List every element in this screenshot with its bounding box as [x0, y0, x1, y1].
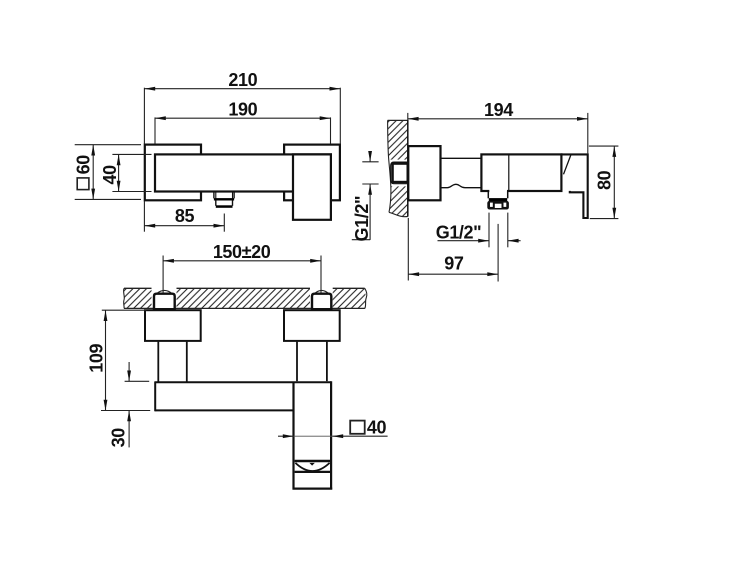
svg-text:150±20: 150±20 — [213, 242, 271, 262]
svg-text:40: 40 — [367, 418, 387, 438]
svg-text:40: 40 — [100, 165, 120, 185]
svg-text:97: 97 — [444, 254, 464, 274]
svg-text:G1/2": G1/2" — [436, 222, 482, 242]
svg-text:30: 30 — [109, 428, 129, 448]
svg-text:G1/2": G1/2" — [352, 196, 372, 242]
svg-text:210: 210 — [228, 70, 257, 90]
svg-text:85: 85 — [175, 206, 195, 226]
svg-text:80: 80 — [595, 170, 615, 190]
svg-text:109: 109 — [86, 344, 106, 373]
svg-text:190: 190 — [228, 100, 257, 120]
svg-text:194: 194 — [484, 100, 513, 120]
svg-text:60: 60 — [74, 155, 94, 175]
